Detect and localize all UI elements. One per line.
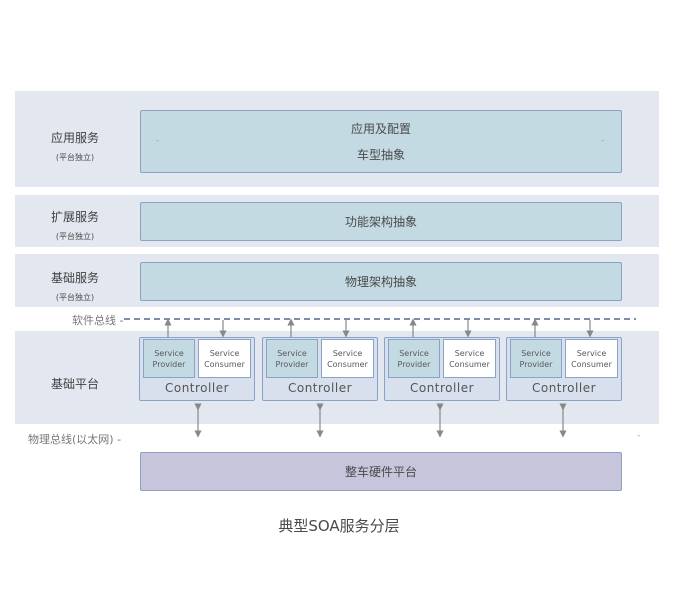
- physical-bus-label: 物理总线(以太网) -: [28, 433, 122, 446]
- service-consumer: Service Consumer: [321, 339, 374, 378]
- consumer-line: Consumer: [449, 359, 490, 369]
- vehicle-hardware-platform: 整车硬件平台: [140, 452, 622, 491]
- controller-label: Controller: [164, 381, 230, 395]
- platform-name: 基础平台: [50, 377, 99, 391]
- layer-name: 扩展服务: [50, 210, 99, 224]
- box-line: 功能架构抽象: [344, 214, 417, 229]
- service-consumer: Service Consumer: [443, 339, 496, 378]
- layer-note: (平台独立): [55, 232, 95, 241]
- provider-line: Service: [399, 348, 429, 358]
- physical-bus-end-mark: -: [637, 431, 641, 441]
- basic-platform-label: 基础平台: [15, 375, 135, 392]
- application-config-box: 应用及配置 车型抽象: [140, 110, 622, 173]
- controller-4: Service Provider Service Consumer Contro…: [506, 337, 622, 401]
- controller-label: Controller: [409, 381, 475, 395]
- controller-3: Service Provider Service Consumer Contro…: [384, 337, 500, 401]
- provider-line: Service: [521, 348, 551, 358]
- controller-label: Controller: [531, 381, 597, 395]
- consumer-line: Consumer: [204, 359, 245, 369]
- consumer-down-arrows: [219, 320, 594, 338]
- box-line: 物理架构抽象: [344, 274, 417, 289]
- consumer-line: Service: [454, 348, 485, 358]
- provider-line: Provider: [275, 359, 309, 369]
- controller-label: Controller: [287, 381, 353, 395]
- provider-up-arrows: [164, 318, 539, 337]
- provider-line: Provider: [397, 359, 431, 369]
- diagram-title: 典型SOA服务分层: [278, 517, 400, 535]
- layer-name: 应用服务: [50, 131, 99, 145]
- software-bus-label: 软件总线 -: [72, 314, 124, 327]
- service-consumer: Service Consumer: [198, 339, 251, 378]
- basic-service-label: 基础服务 (平台独立): [15, 269, 135, 303]
- box-line: 车型抽象: [356, 147, 405, 162]
- controller-1: Service Provider Service Consumer Contro…: [139, 337, 255, 401]
- consumer-line: Consumer: [571, 359, 612, 369]
- service-provider: Service Provider: [388, 339, 440, 378]
- provider-line: Service: [154, 348, 184, 358]
- provider-line: Provider: [152, 359, 186, 369]
- controller-2: Service Provider Service Consumer Contro…: [262, 337, 378, 401]
- dash-mark-right: -: [601, 136, 605, 146]
- layer-name: 基础服务: [50, 271, 99, 285]
- physical-bus-arrows: [194, 403, 567, 438]
- physical-architecture-box: 物理架构抽象: [140, 262, 622, 301]
- consumer-line: Service: [209, 348, 240, 358]
- application-service-label: 应用服务 (平台独立): [15, 129, 135, 163]
- service-provider: Service Provider: [266, 339, 318, 378]
- layer-note: (平台独立): [55, 293, 95, 302]
- layer-note: (平台独立): [55, 153, 95, 162]
- provider-line: Provider: [519, 359, 553, 369]
- function-architecture-box: 功能架构抽象: [140, 202, 622, 241]
- consumer-line: Consumer: [327, 359, 368, 369]
- service-provider: Service Provider: [143, 339, 195, 378]
- service-consumer: Service Consumer: [565, 339, 618, 378]
- box-line: 应用及配置: [350, 121, 411, 136]
- provider-line: Service: [277, 348, 307, 358]
- consumer-line: Service: [576, 348, 607, 358]
- consumer-line: Service: [332, 348, 363, 358]
- service-provider: Service Provider: [510, 339, 562, 378]
- dash-mark-left: -: [156, 136, 160, 146]
- extension-service-label: 扩展服务 (平台独立): [15, 208, 135, 242]
